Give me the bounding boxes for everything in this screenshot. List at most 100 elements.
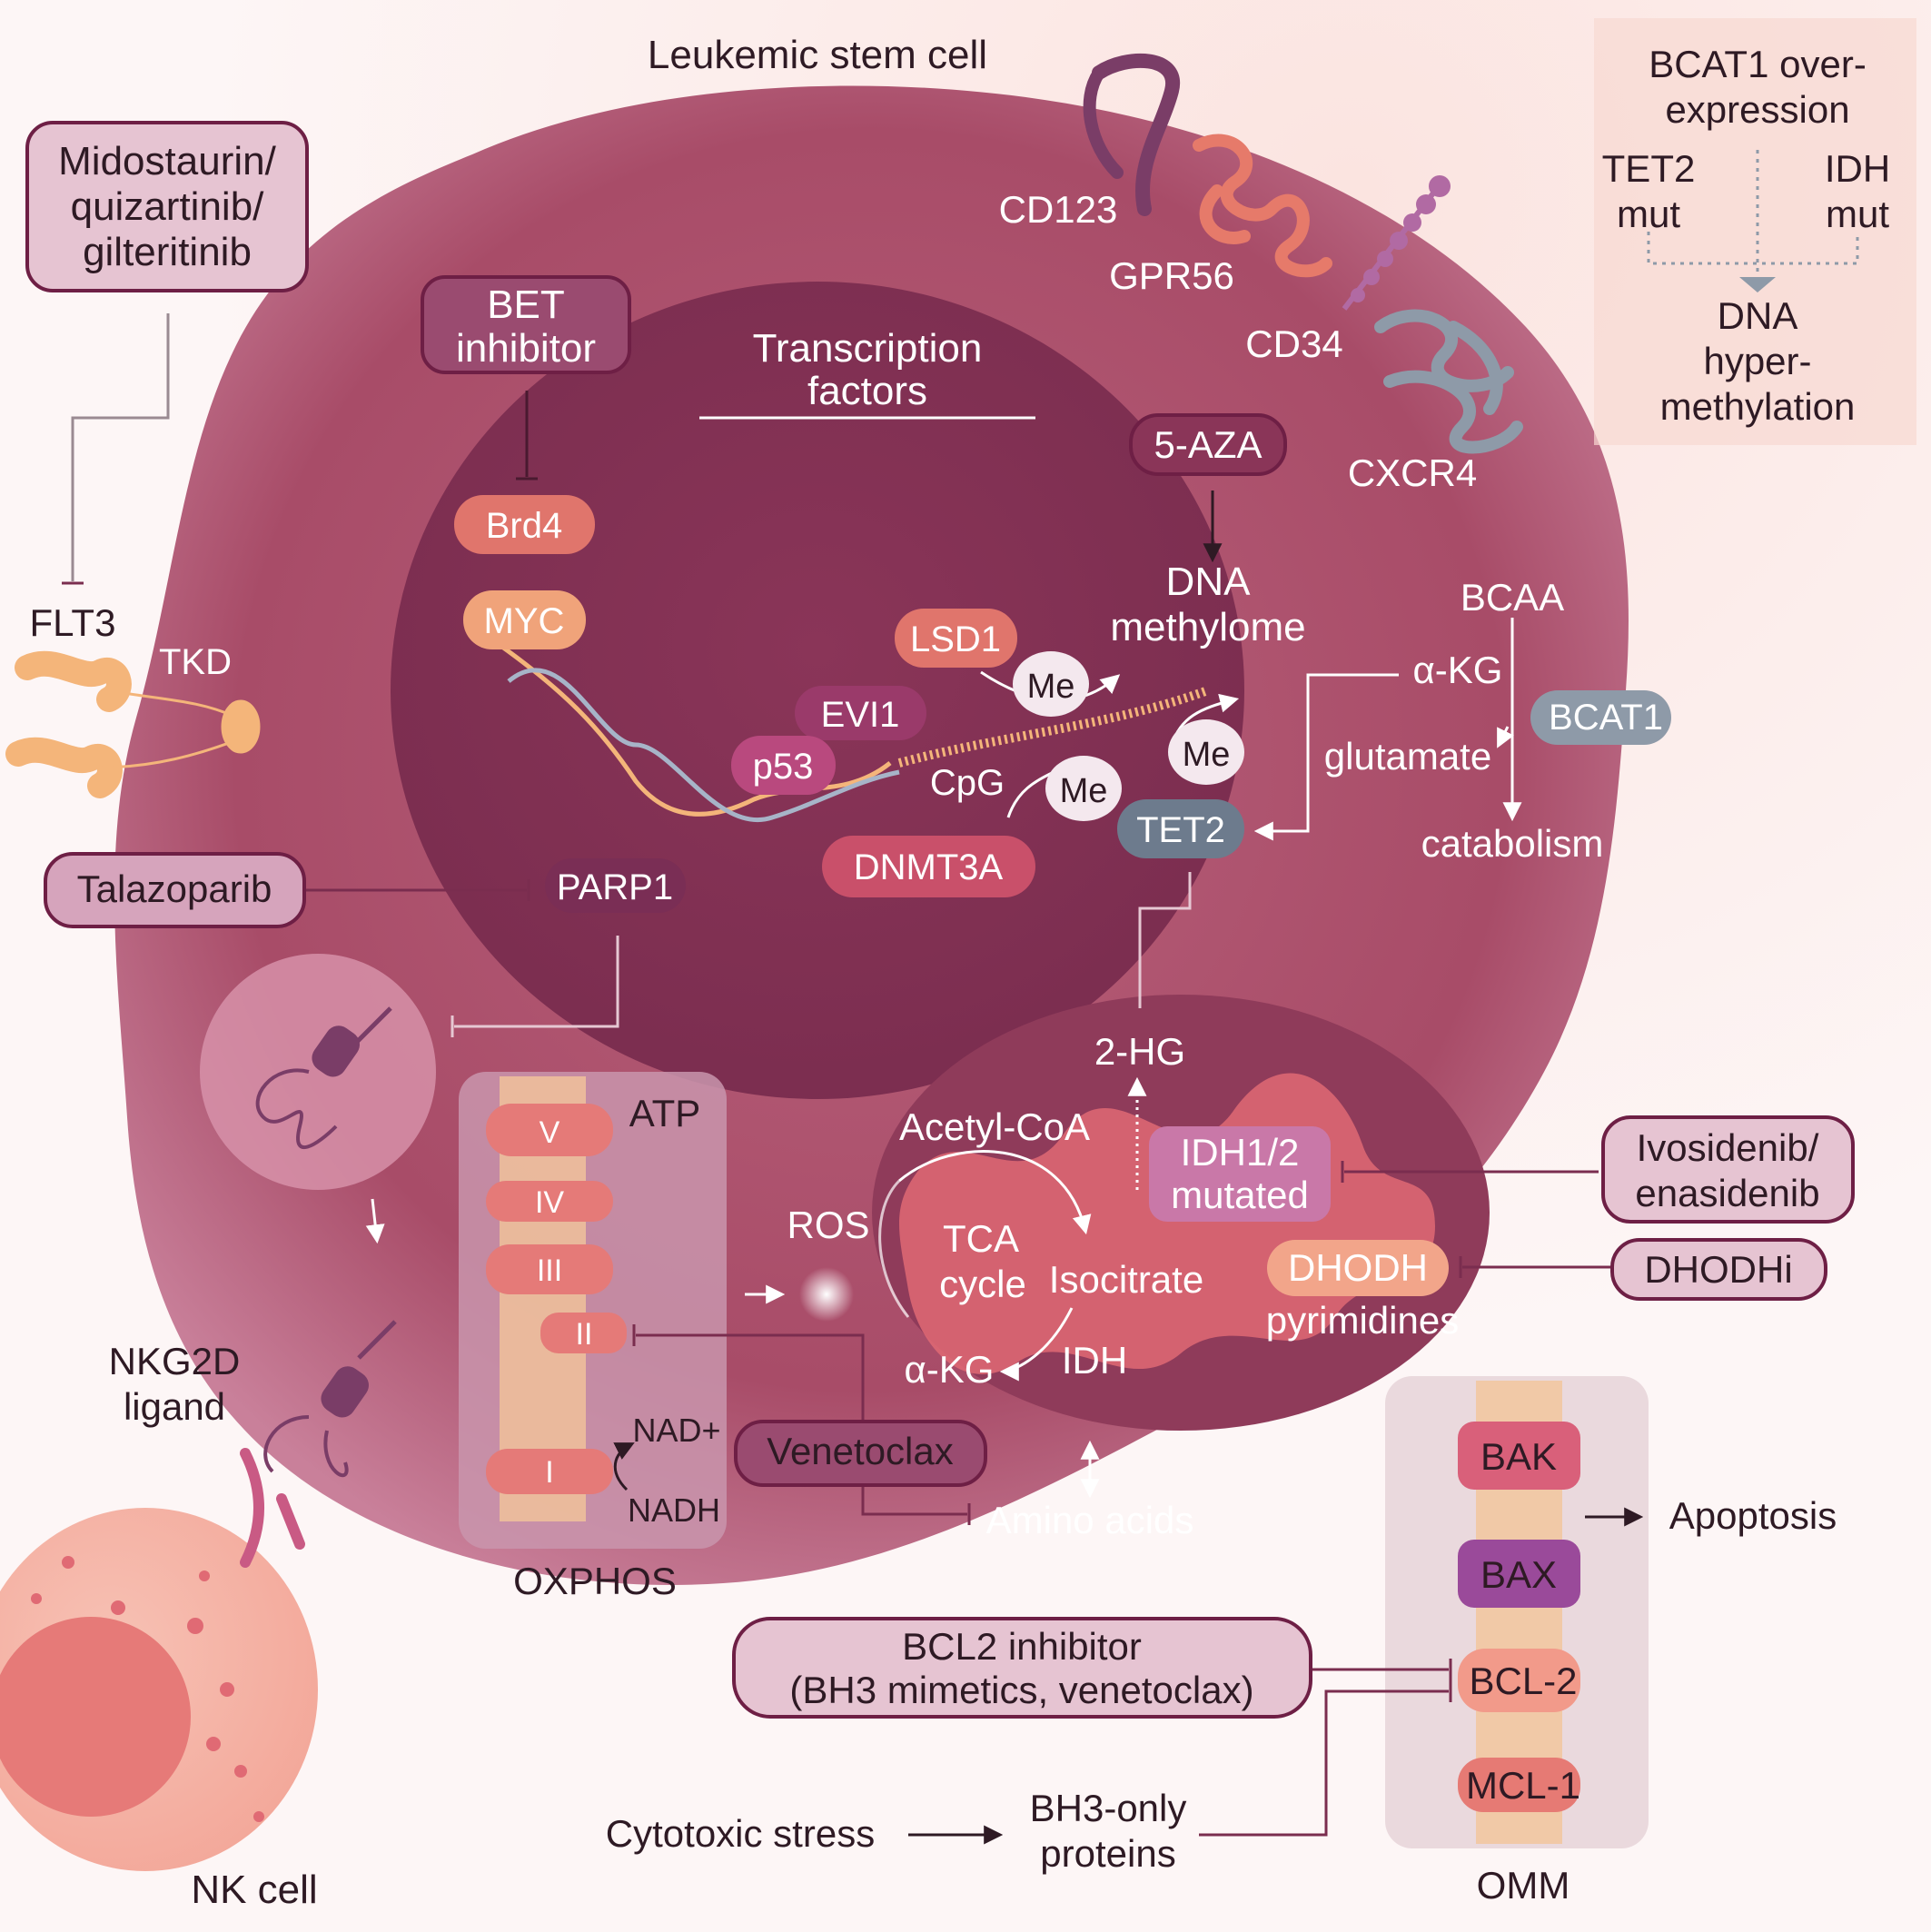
vesicle-receptor [255,1006,392,1149]
complex-v: V [540,1115,560,1150]
parp1-label: PARP1 [557,867,673,907]
flt3-drugs-line1: Midostaurin/ [58,139,276,183]
pyrimidines-label: pyrimidines [1266,1299,1459,1342]
nk-cell-label: NK cell [191,1868,317,1912]
cytotoxic-stress-label: Cytotoxic stress [606,1812,875,1855]
me-label-1: Me [1027,668,1075,706]
inset-title-line2: expression [1665,88,1849,131]
bcat-akg-label: α-KG [1413,649,1503,691]
brd4-label: Brd4 [486,506,563,546]
me-label-2: Me [1183,736,1231,774]
tf-title-line1: Transcription [753,326,983,371]
dark-arrows [613,1442,1644,1845]
nkg2d-line2: ligand [124,1385,225,1428]
cd123-label: CD123 [999,188,1118,231]
ros-label: ROS [787,1204,869,1246]
inset-idh-line2: mut [1826,193,1889,235]
cxcr4-receptor [1374,309,1523,454]
mcl1-label: MCL-1 [1466,1764,1580,1807]
p53-label: p53 [753,747,814,787]
complex-i: I [545,1455,553,1490]
bh3-only-line2: proteins [1040,1832,1175,1875]
nk-cell-nucleus [0,1617,191,1817]
tf-title-line2: factors [807,369,927,413]
nadh-label: NADH [628,1491,720,1529]
oxphos-label: OXPHOS [513,1560,677,1602]
nk-cell-granules [31,1556,264,1822]
glutamate-label: glutamate [1324,735,1491,778]
tca-line2: cycle [939,1263,1026,1305]
amino-acids-label: Amino acids [986,1499,1194,1541]
inset-tet2-line1: TET2 [1602,147,1696,190]
bet-inhibitor-line1: BET [487,282,565,327]
ivosidenib-line2: enasidenib [1635,1172,1819,1214]
bax-label: BAX [1480,1553,1557,1596]
flt3-receptor [5,650,261,798]
inset-idh-line1: IDH [1825,147,1890,190]
flt3-drugs-line2: quizartinib/ [71,184,265,229]
complex-iii: III [537,1253,562,1288]
gpr56-label: GPR56 [1109,254,1234,297]
cd34-label: CD34 [1245,322,1342,365]
tca-cycle-arrow [898,1150,1092,1235]
atp-label: ATP [629,1092,701,1134]
nkg2d-receptor [240,1320,397,1568]
myc-label: MYC [484,601,565,641]
vesicle [200,954,436,1190]
idh-cycle-arrow [999,1307,1074,1382]
dna-methylome-line1: DNA [1166,560,1252,604]
idh-mutated-line1: IDH1/2 [1181,1131,1300,1174]
venetoclax-label: Venetoclax [767,1430,954,1472]
catabolism-label: catabolism [1421,822,1604,865]
isocitrate-label: Isocitrate [1049,1258,1203,1301]
bcl2-inhibitor-line1: BCL2 inhibitor [902,1625,1142,1668]
talazoparib-label: Talazoparib [77,867,272,910]
tca-cycle-arc [878,1179,910,1318]
ivosidenib-line1: Ivosidenib/ [1637,1126,1819,1169]
bcaa-label: BCAA [1461,576,1564,619]
tkd-label: TKD [159,642,232,682]
bcat1-label: BCAT1 [1549,698,1663,738]
cpg-label: CpG [930,763,1005,803]
flt3-drugs-line3: gilteritinib [83,230,252,274]
white-arrows [365,490,1522,1499]
bh3-only-line1: BH3-only [1030,1787,1187,1829]
two-hg-label: 2-HG [1094,1030,1185,1073]
nkg2d-line1: NKG2D [109,1340,241,1382]
acetyl-coa-label: Acetyl-CoA [899,1105,1090,1148]
idh-label: IDH [1062,1339,1127,1382]
inset-result-line1: DNA [1718,294,1798,337]
me-label-3: Me [1060,772,1108,810]
apoptosis-label: Apoptosis [1669,1494,1837,1537]
cell-title: Leukemic stem cell [648,33,987,77]
tet2-label: TET2 [1136,810,1225,850]
mito-akg-label: α-KG [905,1348,995,1391]
inset-tet2-line2: mut [1617,193,1680,235]
bak-label: BAK [1480,1435,1557,1478]
oxphos-complexes [486,1104,627,1494]
dnmt3a-label: DNMT3A [854,847,1004,887]
nad-plus-label: NAD+ [632,1412,720,1449]
flt3-label: FLT3 [30,601,116,644]
complex-iv: IV [535,1185,564,1220]
bcl2-inhibitor-line2: (BH3 mimetics, venetoclax) [789,1669,1253,1711]
lsd1-label: LSD1 [910,619,1001,659]
bcl2-label: BCL-2 [1469,1660,1577,1702]
dna-methylome-line2: methylome [1110,605,1305,649]
idh-mutated-line2: mutated [1171,1174,1309,1216]
gpr56-receptor [1193,134,1332,278]
drug-boxes [25,121,1855,1719]
inset-result-line3: methylation [1660,385,1856,428]
inset-title-line1: BCAT1 over- [1649,43,1867,85]
evi1-label: EVI1 [821,695,900,735]
aza-label: 5-AZA [1154,423,1262,466]
ros-star [799,1267,854,1322]
cd34-receptor [1342,175,1451,311]
inset-result-line2: hyper- [1703,340,1811,382]
dhodhi-label: DHODHi [1644,1248,1792,1291]
bet-inhibitor-line2: inhibitor [456,326,596,371]
cxcr4-label: CXCR4 [1348,451,1477,494]
tca-line1: TCA [943,1217,1019,1260]
complex-ii: II [576,1317,593,1352]
